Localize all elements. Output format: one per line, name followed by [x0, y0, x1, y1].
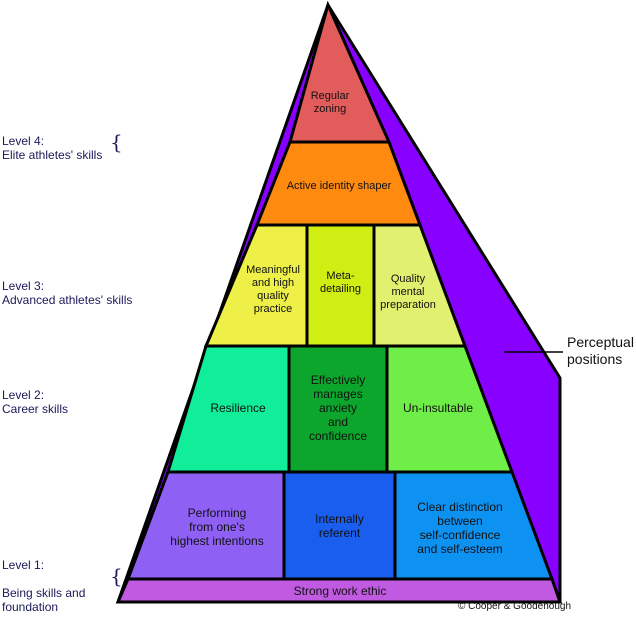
copyright-notice: © Cooper & Goodenough — [458, 601, 572, 612]
level-1-label: Level 1: Being skills and foundation — [2, 544, 85, 628]
level-1-brace-icon: { — [110, 564, 123, 588]
level-4-subtitle: Elite athletes' skills — [2, 148, 103, 162]
performing-intentions-label: Performing from one's highest intentions — [170, 506, 264, 548]
level-2-heading: Level 2: — [2, 388, 45, 402]
quality-mental-prep-label: Quality mental preparation — [380, 272, 436, 311]
internally-referent-label: Internally referent — [315, 512, 364, 540]
pyramid-diagram — [115, 0, 563, 604]
un-insultable-label: Un-insultable — [402, 401, 474, 415]
level-1-subtitle: Being skills and foundation — [2, 586, 86, 614]
resilience-label: Resilience — [210, 401, 266, 415]
level-2-label: Level 2: Career skills — [2, 388, 68, 416]
tier-strong-work-ethic — [115, 577, 563, 604]
meaningful-practice-label: Meaningful and high quality practice — [246, 264, 300, 315]
level-4-label: Level 4: Elite athletes' skills — [2, 134, 102, 162]
level-3-label: Level 3: Advanced athletes' skills — [2, 279, 132, 307]
level-3-subtitle: Advanced athletes' skills — [2, 293, 133, 307]
perceptual-positions-label: Perceptual positions — [567, 334, 634, 367]
level-3-heading: Level 3: — [2, 279, 45, 293]
level-2-subtitle: Career skills — [2, 402, 69, 416]
strong-work-ethic-label: Strong work ethic — [293, 584, 387, 598]
manages-anxiety-label: Effectively manages anxiety and confiden… — [308, 373, 368, 443]
active-identity-label: Active identity shaper — [286, 179, 392, 192]
level-1-heading: Level 1: — [2, 558, 45, 572]
clear-distinction-label: Clear distinction between self-confidenc… — [417, 500, 503, 556]
level-4-heading: Level 4: — [2, 134, 45, 148]
regular-zoning-label: Regular zoning — [310, 90, 350, 115]
meta-detailing-label: Meta- detailing — [320, 270, 361, 295]
level-4-brace-icon: { — [110, 130, 123, 154]
